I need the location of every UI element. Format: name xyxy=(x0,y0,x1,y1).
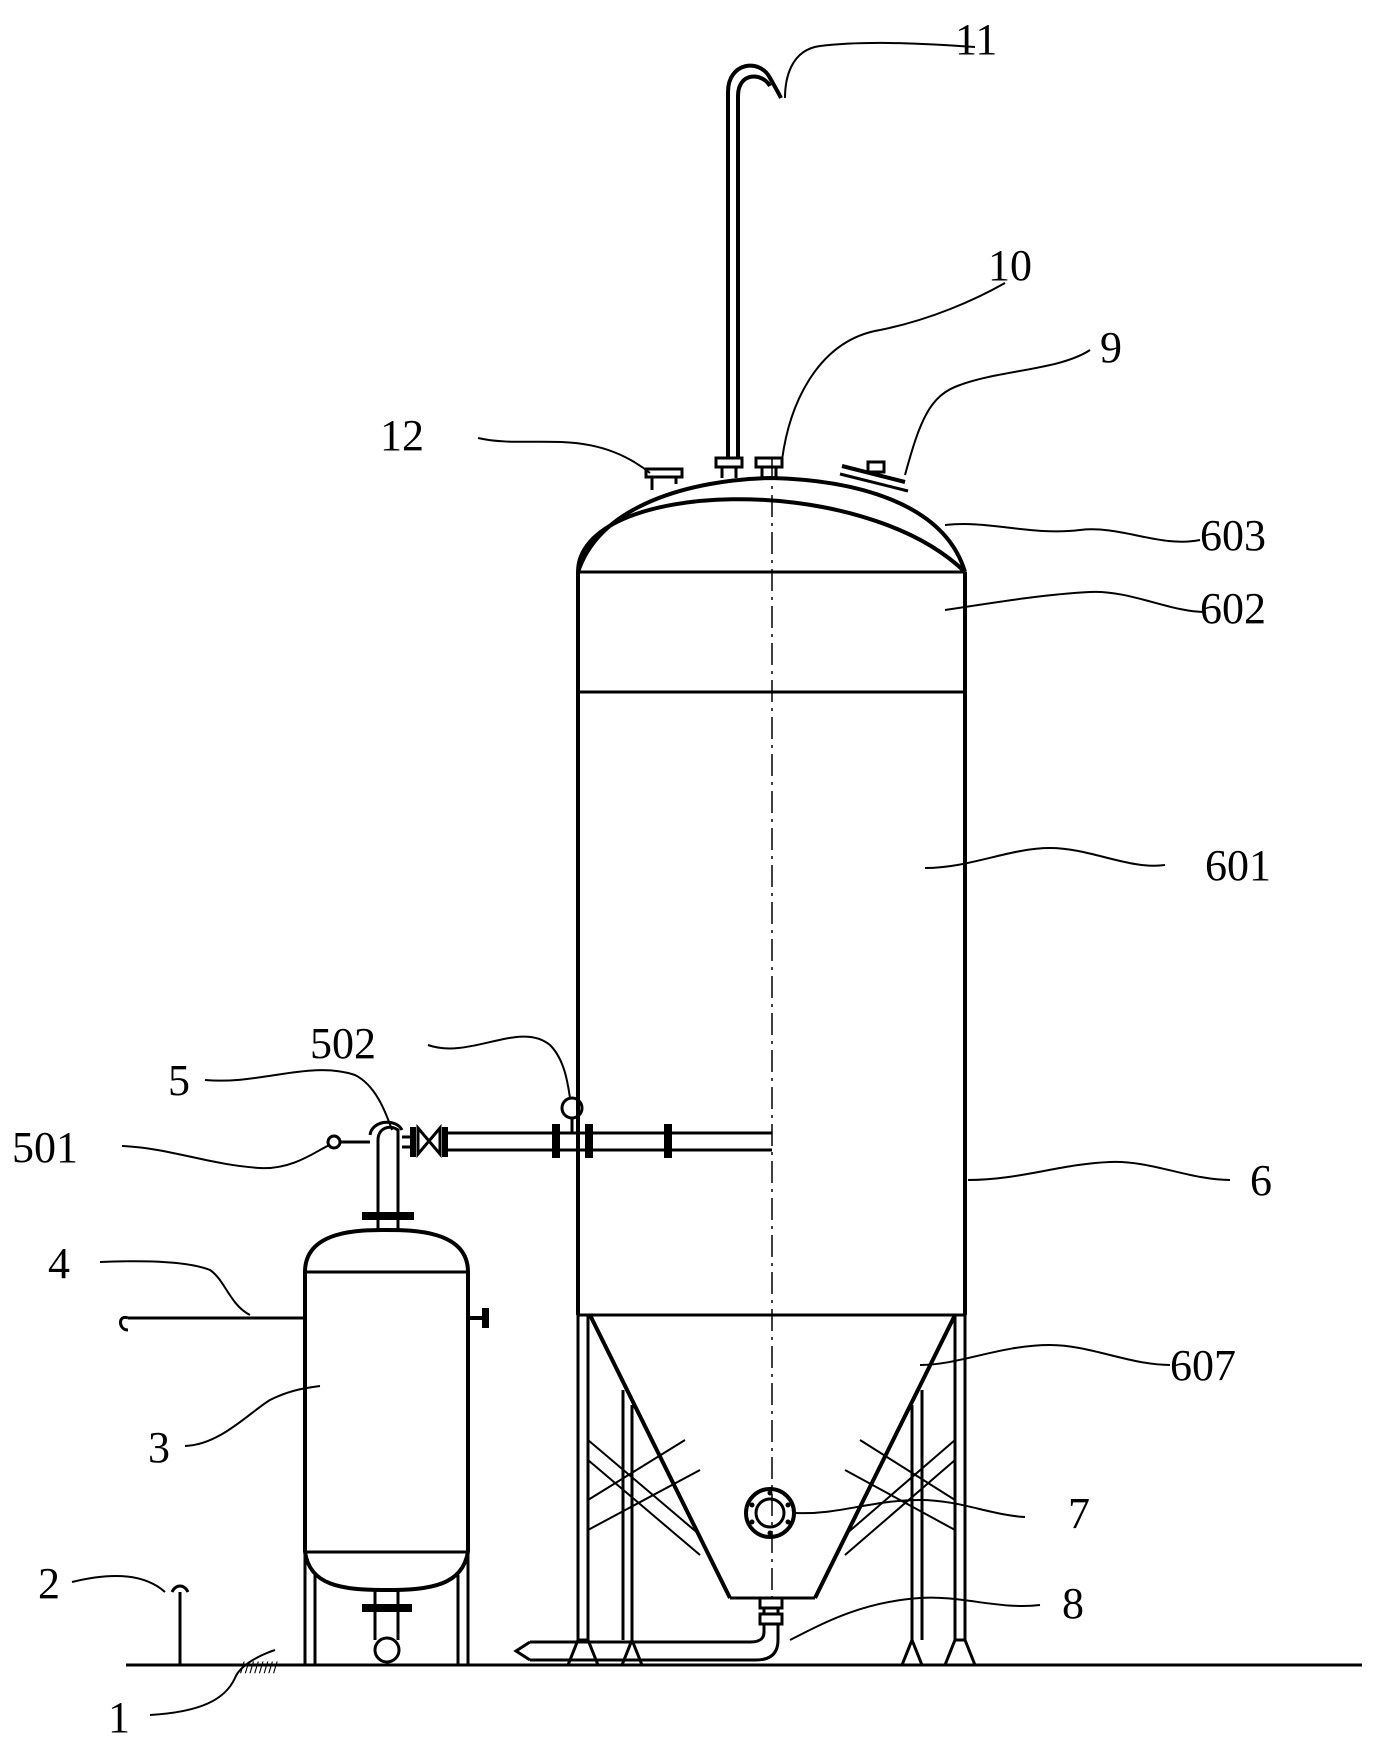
small-vessel-3 xyxy=(303,1160,489,1665)
label-601: 601 xyxy=(1205,841,1271,890)
label-7: 7 xyxy=(1068,1489,1090,1538)
label-4: 4 xyxy=(48,1239,70,1288)
ground-hatch: //////// xyxy=(240,1660,278,1676)
label-6: 6 xyxy=(1250,1156,1272,1205)
label-11: 11 xyxy=(955,15,997,64)
sight-glass-7 xyxy=(744,1487,796,1539)
connecting-pipe-5 xyxy=(326,1096,772,1160)
label-3: 3 xyxy=(148,1423,170,1472)
label-607: 607 xyxy=(1170,1341,1236,1390)
leader-lines xyxy=(71,41,1231,1716)
label-1: 1 xyxy=(108,1693,130,1742)
label-8: 8 xyxy=(1062,1579,1084,1628)
inlet-4 xyxy=(119,1315,305,1332)
label-12: 12 xyxy=(380,411,424,460)
label-603: 603 xyxy=(1200,511,1266,560)
label-5: 5 xyxy=(168,1056,190,1105)
label-602: 602 xyxy=(1200,584,1266,633)
label-501: 501 xyxy=(12,1123,78,1172)
top-nozzle-12 xyxy=(644,467,684,490)
label-10: 10 xyxy=(988,241,1032,290)
bottom-outlet-8 xyxy=(513,1596,784,1662)
main-tank xyxy=(566,458,977,1666)
label-9: 9 xyxy=(1100,323,1122,372)
label-2: 2 xyxy=(38,1559,60,1608)
pipe-2 xyxy=(170,1584,190,1665)
manhole-9 xyxy=(839,460,909,493)
label-502: 502 xyxy=(310,1019,376,1068)
vent-pipe-11 xyxy=(726,63,783,458)
